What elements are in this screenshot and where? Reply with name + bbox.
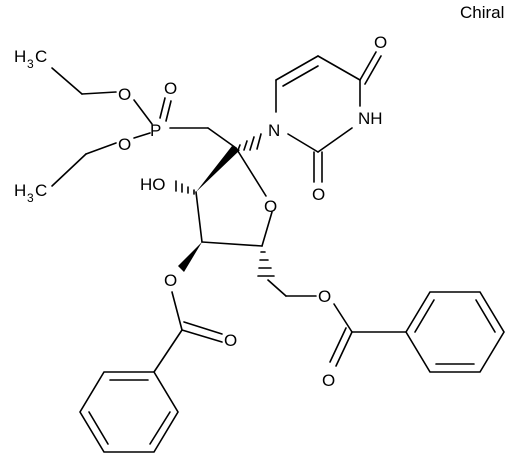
bond-o-carbonyl-c-r <box>333 303 353 333</box>
ester-oxygen-c5: O <box>318 287 331 306</box>
bond-ch2-c1 <box>207 127 237 149</box>
hash-bond-c2-oh <box>175 180 195 195</box>
bond-c6-c5-double <box>282 65 319 87</box>
wedge-c3-o <box>178 242 202 272</box>
hydroxyl-label: HO <box>140 175 166 194</box>
aromatic-double-r2 <box>475 299 496 333</box>
bond-c-o-double-b <box>183 321 223 335</box>
bond-oring-c1 <box>235 147 267 197</box>
ethoxy-oxygen-upper: O <box>118 85 131 104</box>
n1-atom: N <box>268 121 280 140</box>
bond-ch2-o-lower <box>85 142 117 155</box>
bond-o-p-upper <box>133 99 153 125</box>
phosphoryl-oxygen: O <box>164 79 177 98</box>
bond-o-carbonyl-c <box>171 291 183 331</box>
benzoate-right: O O <box>318 287 505 390</box>
n3-h-atom: NH <box>358 109 383 128</box>
aromatic-double-3 <box>149 411 171 445</box>
bond-o-p-lower <box>133 132 151 139</box>
bond-ch3-ch2-lower <box>51 153 87 187</box>
bond-c-o-double-r <box>335 331 353 367</box>
phenyl-ring-lower-left <box>79 371 179 453</box>
bond-c2-n1 <box>287 133 319 153</box>
methyl-lower-subscript: 3 <box>27 191 34 205</box>
phosphonate-group: H 3 C H 3 C O O P O <box>14 47 237 205</box>
bond-c3-c4 <box>201 241 263 247</box>
hash-bond-c4-ch2 <box>257 251 275 277</box>
carbonyl-oxygen-c2: O <box>312 185 325 204</box>
methyl-upper-subscript: 3 <box>27 57 34 71</box>
phosphorus-atom: P <box>150 121 161 140</box>
methyl-lower-c: C <box>35 181 47 200</box>
bond-ch2-o-upper <box>81 91 117 95</box>
phenyl-ring-right <box>405 291 505 373</box>
bond-c4-o <box>359 51 377 81</box>
bond-p-o-double-b <box>165 100 172 122</box>
benzoate-lower-left: O O <box>79 271 237 453</box>
hash-bond-c1-n <box>237 133 262 151</box>
bond-n3-c2 <box>317 127 353 153</box>
uracil-ring: N NH O O <box>268 33 387 204</box>
carbonyl-oxygen-c4: O <box>374 33 387 52</box>
bond-p-o-double-a <box>159 97 166 119</box>
furanose-ring: O HO <box>140 133 317 297</box>
bond-c4-o-double <box>364 55 382 85</box>
aromatic-double-2 <box>88 411 109 445</box>
ring-oxygen: O <box>264 197 277 216</box>
chiral-label: Chiral <box>460 3 504 22</box>
carbonyl-oxygen-lower: O <box>224 331 237 350</box>
bond-c-o-double-r-b <box>329 327 347 363</box>
carbonyl-oxygen-right: O <box>322 371 335 390</box>
bond-c-o-double <box>181 329 223 343</box>
methyl-lower-h: H <box>14 181 26 200</box>
bond-c-ring <box>153 329 183 373</box>
bond-c3-c2 <box>195 191 203 243</box>
wedge-c2-c1 <box>196 146 240 192</box>
aromatic-double-r1 <box>414 299 435 333</box>
bond-c5-ch2 <box>267 279 287 297</box>
ester-oxygen-c3: O <box>164 271 177 290</box>
bond-c5-c4 <box>317 55 361 81</box>
bond-c6-c5 <box>275 55 319 81</box>
bond-ch3-ch2-upper <box>51 67 83 95</box>
bond-c4-oring <box>261 211 273 247</box>
ethoxy-oxygen-lower: O <box>118 135 131 154</box>
methyl-upper-h: H <box>14 47 26 66</box>
methyl-upper-c: C <box>35 47 47 66</box>
